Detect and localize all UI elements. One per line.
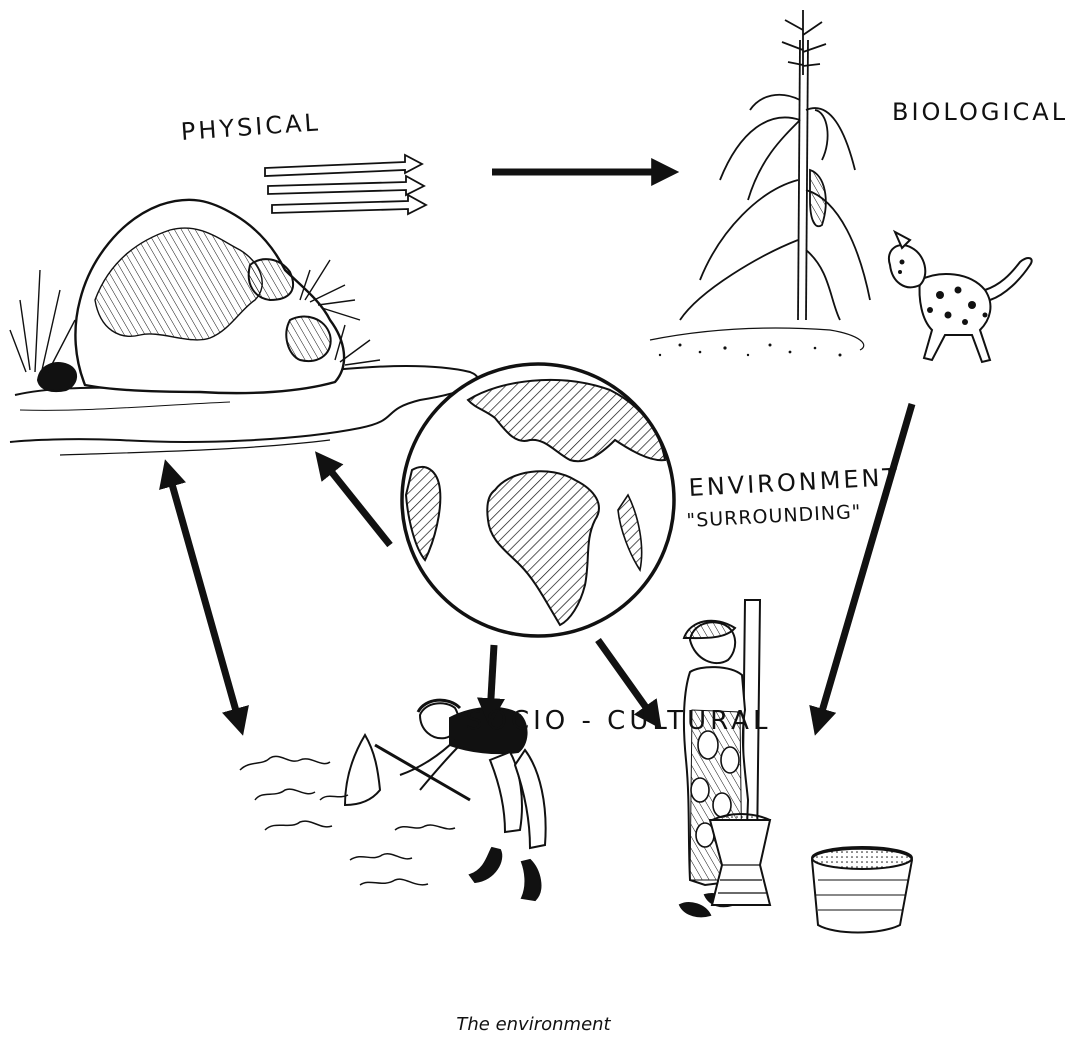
arrow-physical-socio-double xyxy=(168,470,240,725)
rock-illustration xyxy=(10,200,478,455)
arrow-biological-to-socio xyxy=(818,404,912,725)
figure-caption: The environment xyxy=(0,1014,1067,1035)
label-socio-cultural: Socio - Cultural xyxy=(466,706,771,736)
dog-illustration xyxy=(889,232,1032,362)
physical-force-arrows xyxy=(265,155,426,214)
basket-illustration xyxy=(812,847,912,933)
ground-speckles xyxy=(659,344,842,357)
arrow-globe-to-farmer xyxy=(490,645,494,715)
globe-illustration xyxy=(402,364,674,636)
arrow-globe-to-physical xyxy=(322,460,390,545)
woman-pounding-illustration xyxy=(680,600,770,916)
label-biological: Biological xyxy=(892,98,1067,126)
maize-plant-illustration xyxy=(650,10,870,350)
